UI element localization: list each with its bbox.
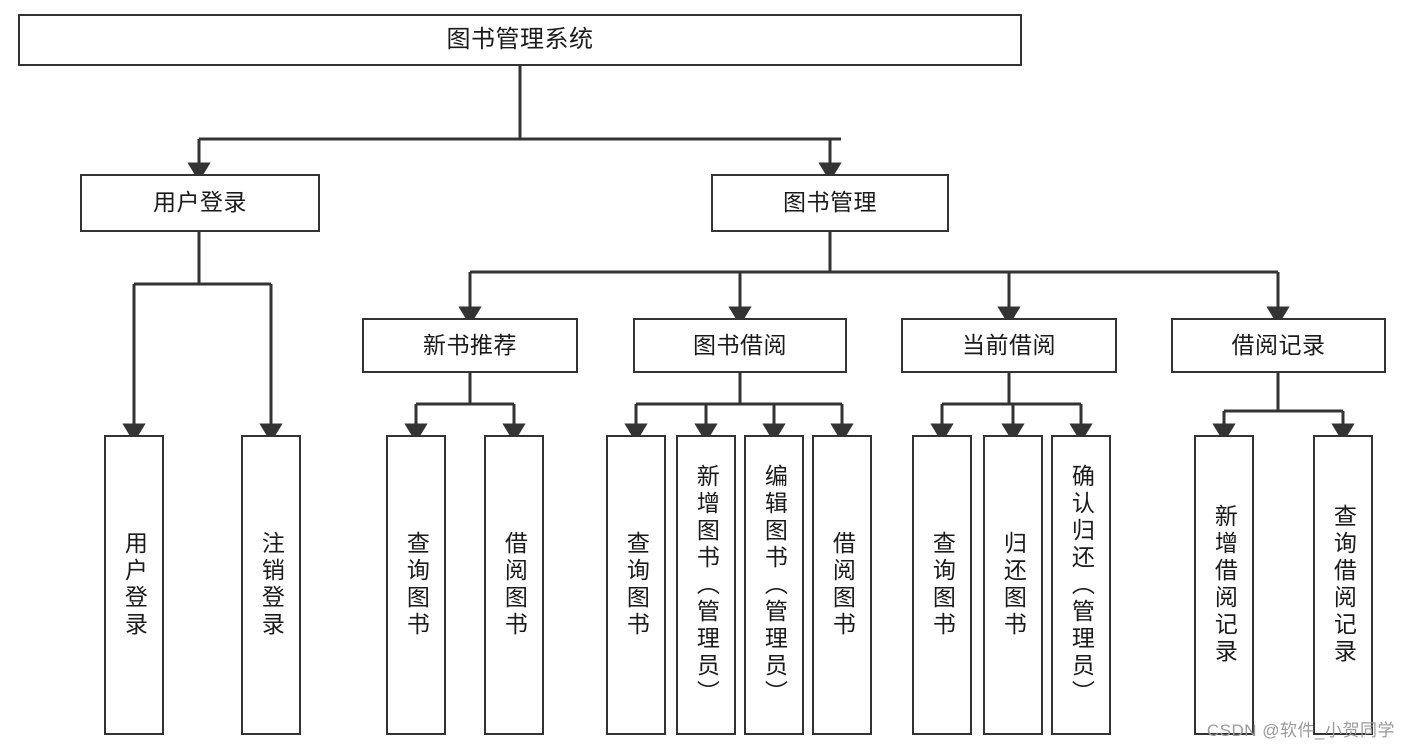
node-leaf-edit-book[interactable]: 编辑图书（管理员） (744, 435, 804, 735)
node-leaf-user-login[interactable]: 用户登录 (104, 435, 164, 735)
node-borrow-record[interactable]: 借阅记录 (1171, 318, 1386, 373)
node-leaf-borrow-book-2[interactable]: 借阅图书 (812, 435, 872, 735)
node-leaf-query-book-2[interactable]: 查询图书 (606, 435, 666, 735)
node-leaf-borrow-book-1[interactable]: 借阅图书 (484, 435, 544, 735)
node-leaf-return-book[interactable]: 归还图书 (983, 435, 1043, 735)
node-leaf-add-record[interactable]: 新增借阅记录 (1194, 435, 1254, 735)
node-leaf-add-book[interactable]: 新增图书（管理员） (676, 435, 736, 735)
node-user-login[interactable]: 用户登录 (80, 174, 320, 232)
node-leaf-query-book-1[interactable]: 查询图书 (386, 435, 446, 735)
node-leaf-user-logout[interactable]: 注销登录 (241, 435, 301, 735)
node-book-manage[interactable]: 图书管理 (711, 174, 949, 232)
node-book-borrow[interactable]: 图书借阅 (633, 318, 847, 373)
node-current-borrow[interactable]: 当前借阅 (901, 318, 1117, 373)
watermark: CSDN @软件_小贺同学 (1206, 721, 1395, 740)
node-leaf-query-book-3[interactable]: 查询图书 (912, 435, 972, 735)
node-new-book-recommend[interactable]: 新书推荐 (362, 318, 578, 373)
node-root[interactable]: 图书管理系统 (18, 14, 1022, 66)
node-leaf-confirm-return[interactable]: 确认归还（管理员） (1051, 435, 1111, 735)
node-leaf-query-record[interactable]: 查询借阅记录 (1313, 435, 1373, 735)
